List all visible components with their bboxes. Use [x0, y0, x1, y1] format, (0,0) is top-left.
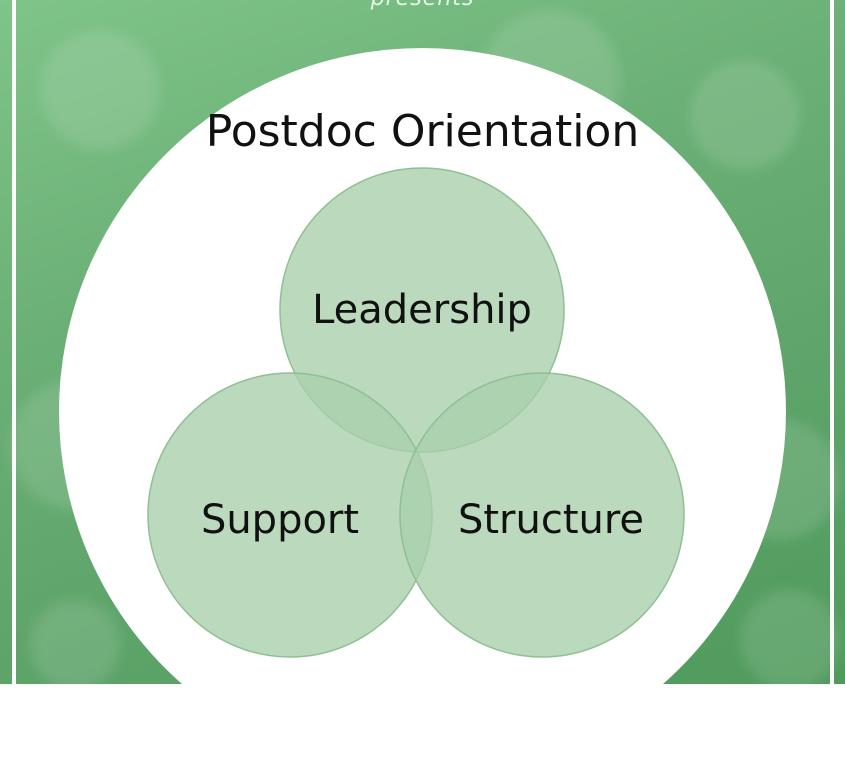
- bokeh-light: [690, 60, 800, 170]
- venn-diagram: Leadership Support Structure: [147, 167, 685, 658]
- frame-left-line: [12, 0, 16, 684]
- bokeh-light: [740, 590, 840, 690]
- venn-label-leadership: Leadership: [312, 287, 532, 333]
- bokeh-light: [40, 30, 160, 150]
- venn-label-support: Support: [201, 497, 359, 543]
- page-title: Postdoc Orientation: [205, 106, 640, 157]
- frame-right-line: [830, 0, 834, 684]
- venn-circle-structure: [399, 372, 685, 658]
- bokeh-light: [30, 600, 120, 690]
- presents-text: presents: [0, 0, 845, 11]
- venn-label-structure: Structure: [458, 497, 644, 543]
